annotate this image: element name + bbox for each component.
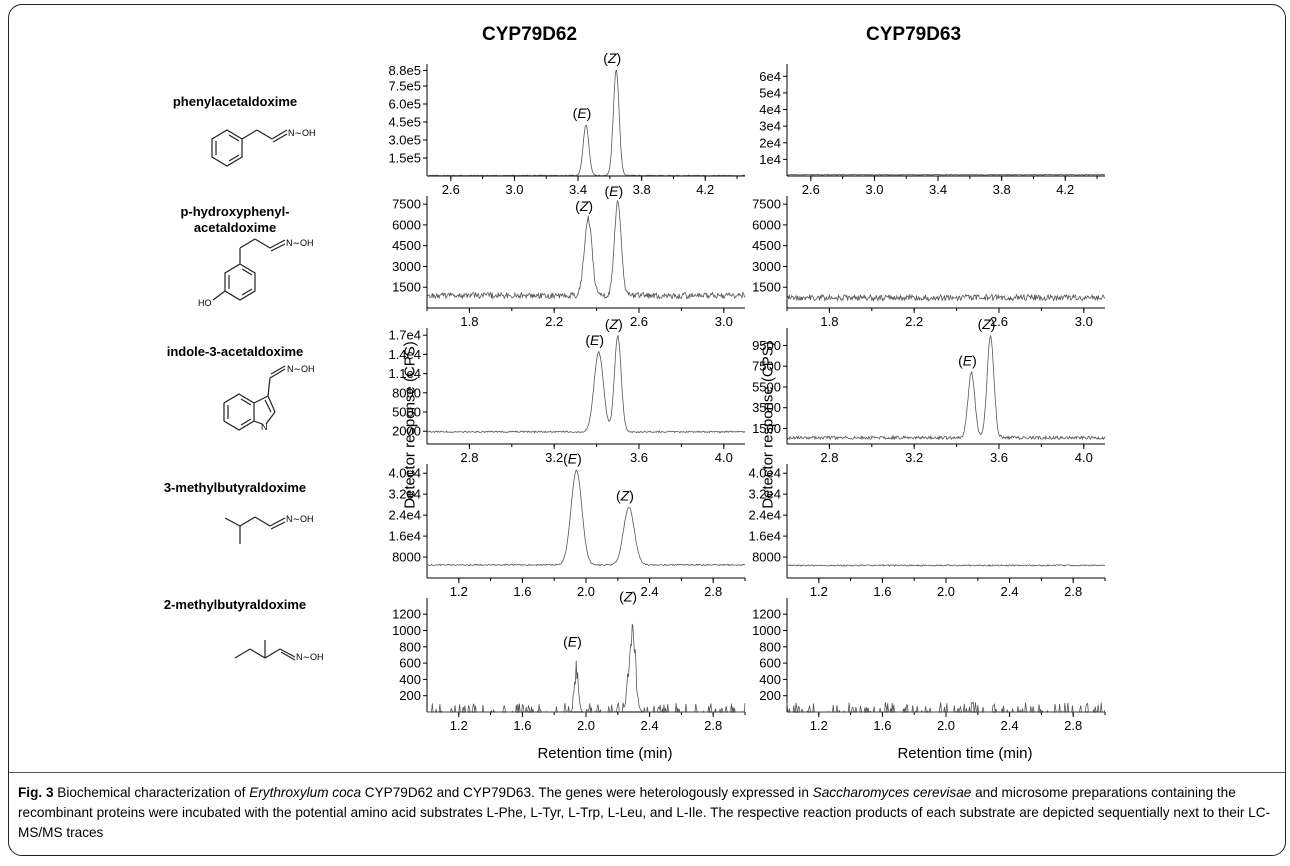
row-label-p-hydroxyphenylacetaldoxime: p-hydroxyphenyl-acetaldoxime <box>180 204 290 235</box>
oxime-group-label: N∼OH <box>288 128 316 138</box>
p-hydroxyphenylacetaldoxime-structure: N∼OH HO <box>198 238 314 308</box>
phenylacetaldoxime-structure: N∼OH <box>211 128 316 167</box>
oxime-group-label: N∼OH <box>286 238 314 248</box>
row-label-phenylacetaldoxime: phenylacetaldoxime <box>172 94 298 109</box>
2-methylbutyraldoxime-structure: N∼OH <box>234 640 324 662</box>
caption-fig-number: Fig. 3 <box>18 785 54 800</box>
column-title-cyp79d62: CYP79D62 <box>482 24 578 45</box>
caption-yeast: Saccharomyces cerevisae <box>812 785 972 800</box>
indole-3-acetaldoxime-structure: N∼OH N <box>223 364 315 432</box>
row-label-3-methylbutyraldoxime: 3-methylbutyraldoxime <box>163 480 307 495</box>
oxime-group-label: N∼OH <box>296 652 324 662</box>
figure-frame <box>8 4 1286 856</box>
caption-species: Erythroxylum coca <box>249 785 362 800</box>
x-axis-label-right: Retention time (min) <box>897 745 1033 762</box>
indole-nitrogen-label: N <box>261 422 268 432</box>
caption-separator <box>9 772 1285 773</box>
column-title-cyp79d63: CYP79D63 <box>866 24 962 45</box>
y-axis-label-right: Detector response (CPS) <box>759 341 777 509</box>
oxime-group-label: N∼OH <box>286 514 314 524</box>
oxime-group-label: N∼OH <box>287 364 315 374</box>
hydroxy-label: HO <box>198 298 212 308</box>
row-label-indole-3-acetaldoxime: indole-3-acetaldoxime <box>166 344 304 359</box>
figure-caption: Fig. 3 Biochemical characterization of E… <box>18 785 1271 840</box>
x-axis-label-left: Retention time (min) <box>537 745 673 762</box>
3-methylbutyraldoxime-structure: N∼OH <box>224 514 314 544</box>
row-label-2-methylbutyraldoxime: 2-methylbutyraldoxime <box>163 597 307 612</box>
y-axis-label-left: Detector response (CPS) <box>401 341 419 509</box>
